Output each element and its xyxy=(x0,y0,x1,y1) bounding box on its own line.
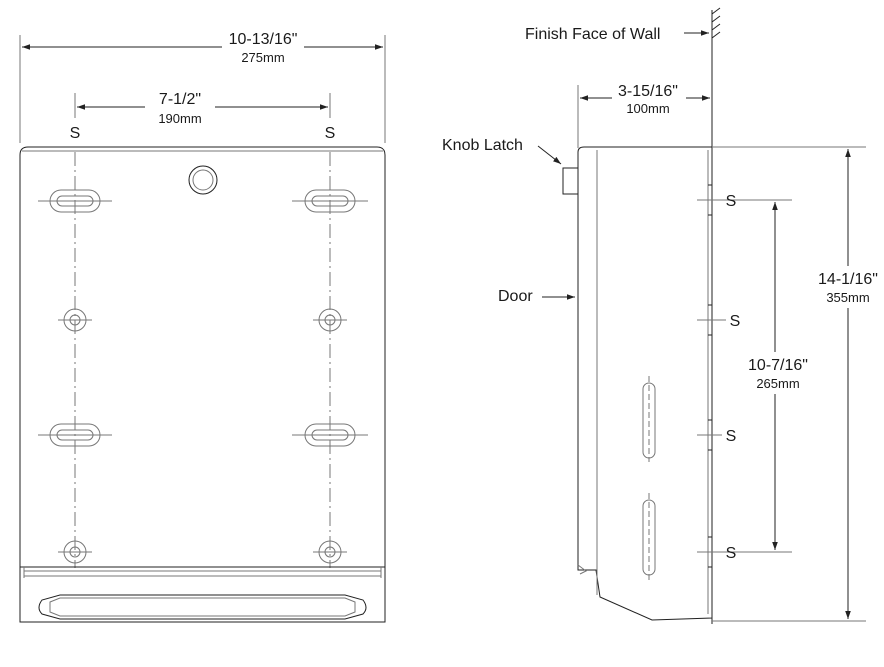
screw-mark: S xyxy=(697,304,741,336)
hole-spacing-dimension: 7-1/2" 190mm xyxy=(74,88,331,128)
overall-width-imperial: 10-13/16" xyxy=(229,31,298,48)
knob-latch-side xyxy=(562,167,579,195)
overall-height-dimension: 14-1/16" 355mm xyxy=(712,146,882,622)
hole-spacing-imperial: 7-1/2" xyxy=(159,91,201,108)
knob-latch-label: Knob Latch xyxy=(442,137,523,154)
overall-height-imperial: 14-1/16" xyxy=(818,271,878,288)
screw-spacing-metric: 265mm xyxy=(756,376,799,391)
overall-width-metric: 275mm xyxy=(241,50,284,65)
depth-metric: 100mm xyxy=(626,101,669,116)
screw-label-right: S xyxy=(325,125,336,142)
screw-label: S xyxy=(730,313,741,330)
keyhole-slot xyxy=(292,189,368,213)
keyhole-slot xyxy=(38,423,112,447)
mounting-hole xyxy=(313,308,347,332)
door-label: Door xyxy=(498,288,533,305)
screw-spacing-imperial: 10-7/16" xyxy=(748,357,808,374)
screw-mark: S xyxy=(697,419,737,451)
screw-label: S xyxy=(726,193,737,210)
overall-width-dimension: 10-13/16" 275mm xyxy=(19,28,386,143)
screw-mark: S xyxy=(697,536,792,568)
front-view: 10-13/16" 275mm 7-1/2" 190mm S S xyxy=(19,28,386,623)
wall-label: Finish Face of Wall xyxy=(525,26,660,43)
dispensing-opening xyxy=(20,566,385,620)
side-view: Finish Face of Wall 3-15/16" 100mm Knob … xyxy=(442,7,882,624)
keyhole-slot xyxy=(292,423,368,447)
overall-height-metric: 355mm xyxy=(826,290,869,305)
knob-latch-front xyxy=(188,165,218,195)
depth-dimension: 3-15/16" 100mm xyxy=(577,80,710,148)
cabinet-side-outline xyxy=(577,146,713,621)
screw-label-left: S xyxy=(70,125,81,142)
mounting-hole xyxy=(313,540,347,564)
mounting-hole xyxy=(58,308,92,332)
wall-face xyxy=(711,7,721,624)
keyhole-slot xyxy=(38,189,112,213)
screw-spacing-dimension: 10-7/16" 265mm xyxy=(740,202,816,550)
screw-mark: S xyxy=(697,184,792,216)
depth-imperial: 3-15/16" xyxy=(618,83,678,100)
hole-spacing-metric: 190mm xyxy=(158,111,201,126)
screw-label: S xyxy=(726,428,737,445)
mounting-hole xyxy=(58,540,92,564)
cabinet-outline xyxy=(19,146,386,623)
screw-label: S xyxy=(726,545,737,562)
